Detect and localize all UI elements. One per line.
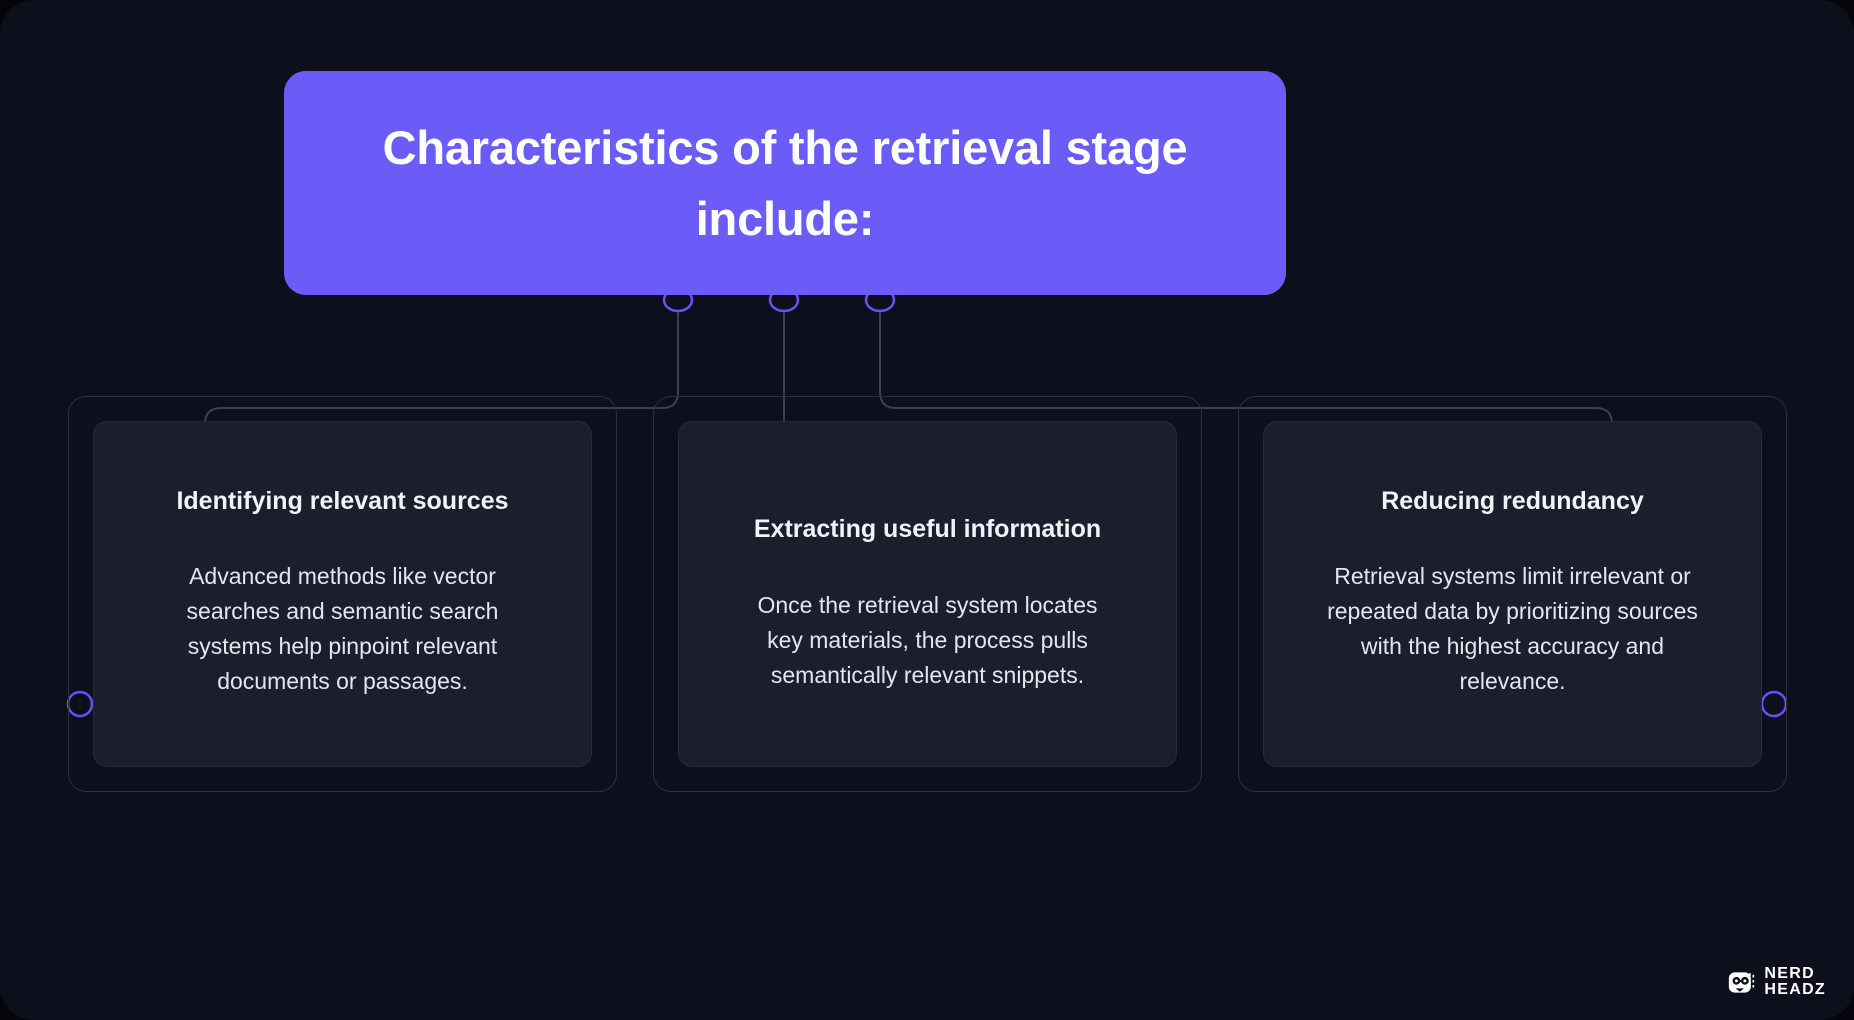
card-2-title: Extracting useful information [753, 515, 1102, 544]
card-row: Identifying relevant sources Advanced me… [68, 396, 1787, 792]
card-3: Reducing redundancy Retrieval systems li… [1263, 421, 1762, 767]
card-1-title: Identifying relevant sources [176, 486, 509, 515]
page-title: Characteristics of the retrieval stage i… [382, 120, 1188, 245]
card-2: Extracting useful information Once the r… [678, 421, 1177, 767]
card-container-2: Extracting useful information Once the r… [653, 396, 1202, 792]
card-1: Identifying relevant sources Advanced me… [93, 421, 592, 767]
card-3-body: Retrieval systems limit irrelevant or re… [1327, 563, 1698, 695]
card-1-body: Advanced methods like vector searches an… [186, 563, 499, 695]
card-container-3: Reducing redundancy Retrieval systems li… [1238, 396, 1787, 792]
nerdheadz-mascot-icon [1729, 971, 1755, 993]
card-container-1: Identifying relevant sources Advanced me… [68, 396, 617, 792]
logo-word-line-2: HEADZ [1764, 981, 1826, 998]
card-3-title: Reducing redundancy [1381, 486, 1644, 515]
card-2-body: Once the retrieval system locates key ma… [757, 591, 1098, 688]
logo-word-line-1: NERD [1764, 965, 1815, 982]
header-banner: Characteristics of the retrieval stage i… [284, 71, 1286, 295]
brand-logo: NERD HEADZ [1728, 966, 1826, 998]
logo-wordmark: NERD HEADZ [1764, 966, 1826, 998]
